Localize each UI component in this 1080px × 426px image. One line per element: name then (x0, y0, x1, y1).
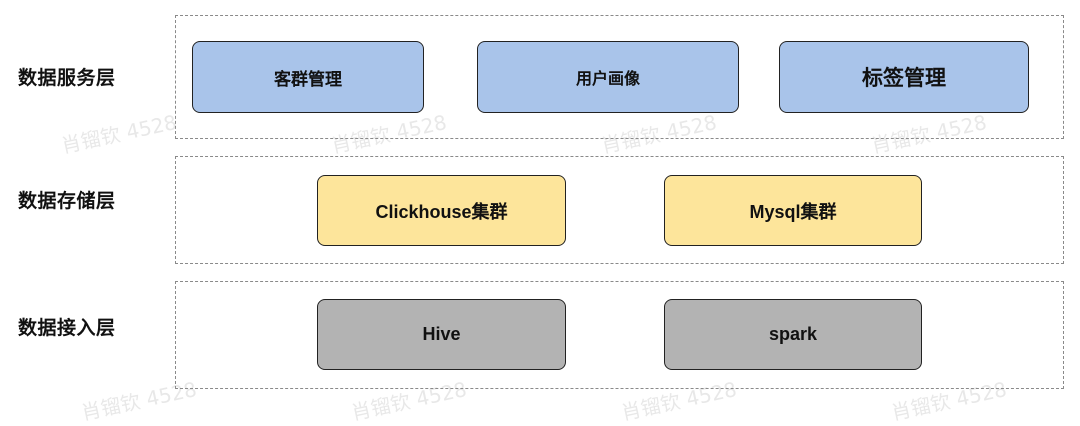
ingest-layer-frame (175, 281, 1064, 389)
layer-label-ingest: 数据接入层 (18, 317, 116, 339)
layer-label-storage: 数据存储层 (18, 190, 116, 212)
box-user-profile: 用户画像 (477, 41, 739, 113)
box-spark: spark (664, 299, 922, 370)
layer-label-service: 数据服务层 (18, 67, 116, 89)
box-customer-group: 客群管理 (192, 41, 424, 113)
box-tag-management: 标签管理 (779, 41, 1029, 113)
box-mysql-cluster: Mysql集群 (664, 175, 922, 246)
watermark: 肖镏钦 4528 (59, 110, 179, 158)
box-clickhouse-cluster: Clickhouse集群 (317, 175, 566, 246)
service-layer-frame (175, 15, 1064, 139)
storage-layer-frame (175, 156, 1064, 264)
box-hive: Hive (317, 299, 566, 370)
